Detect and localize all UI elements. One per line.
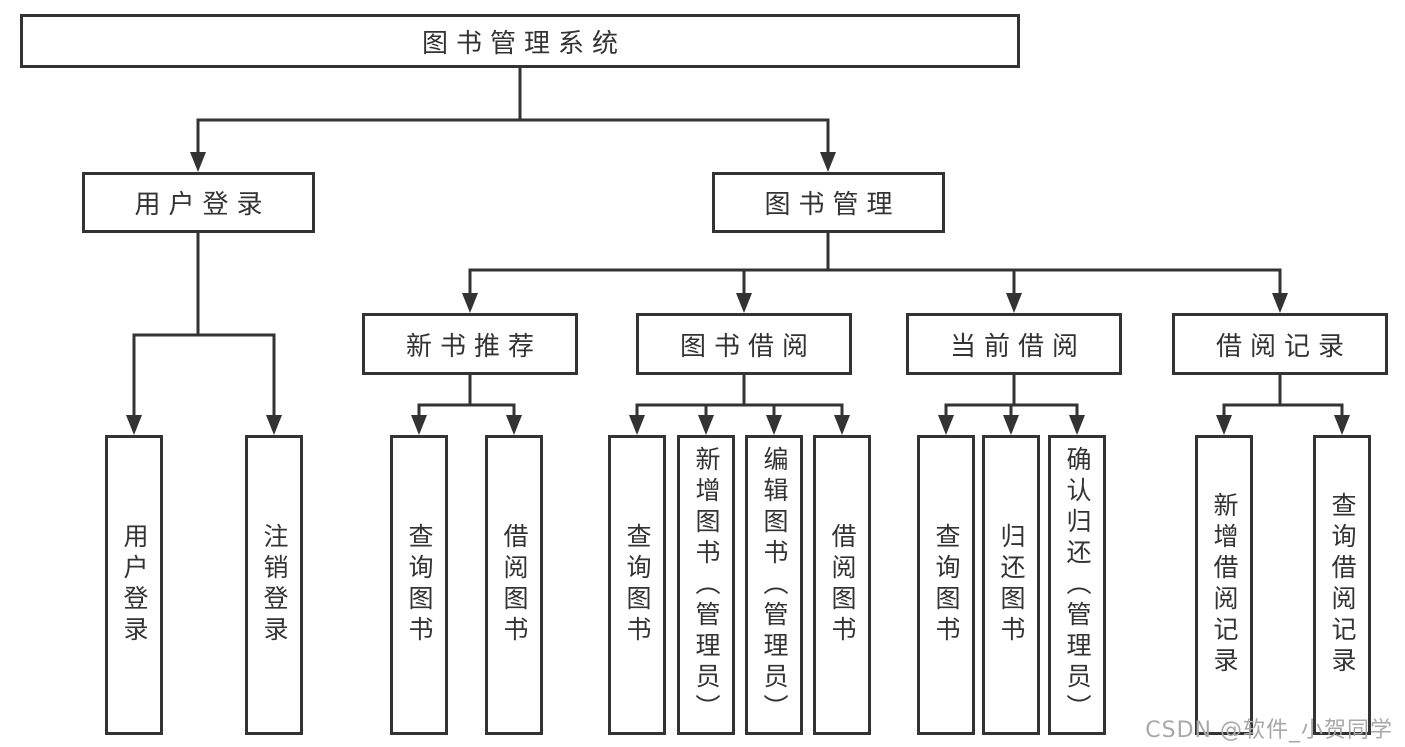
- node-current-borrow: 当前借阅: [906, 313, 1122, 375]
- leaf-label: 查询图书: [623, 523, 652, 647]
- node-borrow-records: 借阅记录: [1172, 313, 1388, 375]
- node-book-borrow: 图书借阅: [636, 313, 852, 375]
- leaf-borrow-borrow-books: 借阅图书: [813, 435, 871, 735]
- node-system-root: 图书管理系统: [20, 14, 1020, 68]
- leaf-current-query-books: 查询图书: [917, 435, 975, 735]
- leaf-borrow-edit-books-admin: 编辑图书（管理员）: [745, 435, 803, 735]
- leaf-label: 借阅图书: [500, 523, 529, 647]
- node-label: 图书管理: [764, 190, 901, 220]
- leaf-label: 确认归还（管理员）: [1063, 445, 1092, 725]
- leaf-borrow-query-books: 查询图书: [608, 435, 666, 735]
- leaf-borrow-add-books-admin: 新增图书（管理员）: [677, 435, 735, 735]
- node-label: 当前借阅: [949, 331, 1086, 362]
- node-book-management: 图书管理: [712, 172, 945, 233]
- node-label: 用户登录: [134, 190, 271, 220]
- node-new-book-recommend: 新书推荐: [362, 313, 578, 375]
- leaf-label: 新增图书（管理员）: [692, 445, 721, 725]
- leaf-user-login: 用户登录: [105, 435, 163, 735]
- leaf-label: 借阅图书: [828, 523, 857, 647]
- node-label: 图书借阅: [679, 331, 816, 362]
- node-label: 新书推荐: [405, 331, 542, 362]
- node-label: 图书管理系统: [421, 28, 626, 59]
- node-label: 借阅记录: [1215, 331, 1352, 362]
- leaf-recommend-borrow-books: 借阅图书: [485, 435, 543, 735]
- csdn-watermark: CSDN @软件_小贺同学: [1145, 718, 1393, 743]
- leaf-logout-login: 注销登录: [245, 435, 303, 735]
- leaf-label: 查询图书: [405, 523, 434, 647]
- leaf-current-return-books: 归还图书: [982, 435, 1040, 735]
- leaf-records-add-record: 新增借阅记录: [1195, 435, 1253, 735]
- leaf-current-confirm-return-admin: 确认归还（管理员）: [1048, 435, 1106, 735]
- leaf-label: 归还图书: [997, 523, 1026, 647]
- leaf-label: 编辑图书（管理员）: [760, 445, 789, 725]
- node-user-login: 用户登录: [82, 172, 315, 233]
- leaf-label: 查询图书: [932, 523, 961, 647]
- leaf-label: 注销登录: [260, 523, 289, 647]
- leaf-label: 新增借阅记录: [1210, 492, 1239, 678]
- leaf-recommend-query-books: 查询图书: [390, 435, 448, 735]
- leaf-records-query-record: 查询借阅记录: [1313, 435, 1371, 735]
- leaf-label: 查询借阅记录: [1328, 492, 1357, 678]
- leaf-label: 用户登录: [120, 523, 149, 647]
